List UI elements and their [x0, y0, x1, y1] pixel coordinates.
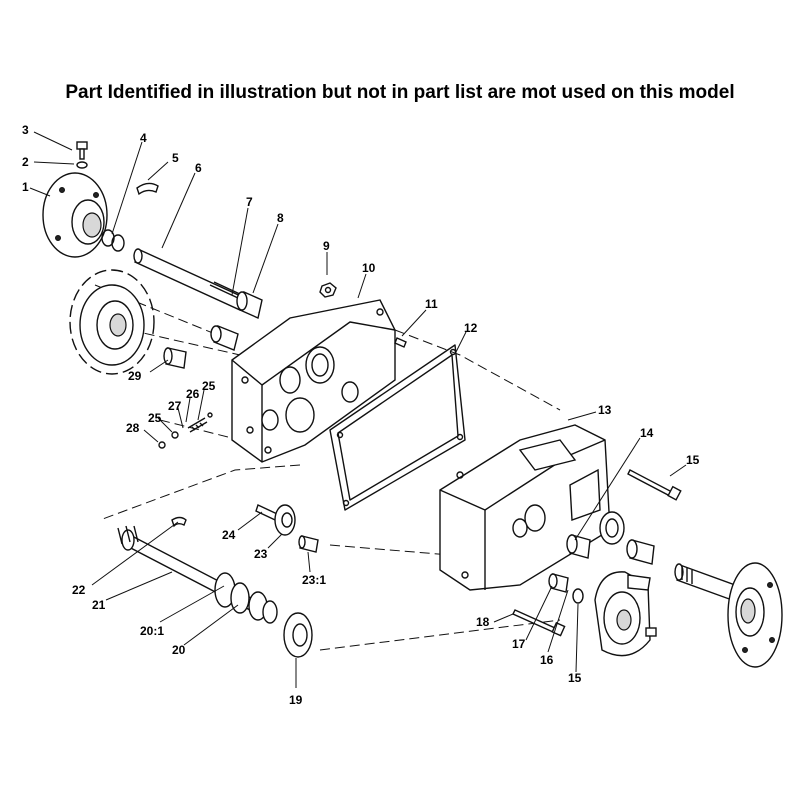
callout-15-upper: 15: [686, 453, 700, 467]
callout-10: 10: [362, 261, 376, 275]
callout-numbers: 3 2 1 4 5 6 7 8 9 10 11 12 13 14 15 29 2…: [22, 123, 700, 707]
bolt-and-washer: [76, 141, 88, 169]
callout-25-lower: 25: [148, 411, 162, 425]
callout-9: 9: [323, 239, 330, 253]
gasket: [329, 344, 466, 511]
callout-8: 8: [277, 211, 284, 225]
bolt-long-lower: [512, 609, 566, 637]
callout-1: 1: [22, 180, 29, 194]
detent-assembly: [158, 412, 213, 449]
callout-11: 11: [425, 297, 438, 311]
callout-16: 16: [540, 653, 554, 667]
callout-3: 3: [22, 123, 29, 137]
callout-27: 27: [168, 399, 182, 413]
callout-2: 2: [22, 155, 29, 169]
bearing-middle: [210, 325, 239, 351]
gear-cluster: [214, 572, 278, 624]
bushing: [548, 573, 569, 593]
callout-26: 26: [186, 387, 200, 401]
pulley: [69, 269, 155, 375]
bearing-upper: [236, 291, 263, 319]
gear-large: [283, 612, 313, 658]
callout-22: 22: [72, 583, 86, 597]
callout-15-lower: 15: [568, 671, 582, 685]
callout-20-1: 20:1: [140, 624, 164, 638]
snap-rings: [101, 229, 125, 252]
callout-23-1: 23:1: [302, 573, 326, 587]
shaft-upper: [133, 248, 246, 311]
callout-19: 19: [289, 693, 303, 707]
bearing-right: [566, 534, 655, 565]
gear-housing-right: [439, 424, 625, 591]
end-cover: [594, 571, 657, 657]
nut: [319, 282, 337, 298]
callout-20: 20: [172, 643, 186, 657]
output-shaft-right: [674, 563, 736, 601]
callout-14: 14: [640, 426, 654, 440]
callout-24: 24: [222, 528, 236, 542]
bolt-long-upper: [627, 469, 682, 501]
seal-ring: [572, 588, 584, 604]
key: [136, 182, 159, 196]
callout-21: 21: [92, 598, 106, 612]
flange-front: [42, 172, 108, 258]
callout-29: 29: [128, 369, 142, 383]
flange-right: [727, 562, 783, 668]
callout-4: 4: [140, 131, 147, 145]
callout-17: 17: [512, 637, 526, 651]
idler-bushing: [298, 535, 319, 553]
callout-7: 7: [246, 195, 253, 209]
alignment-lines: [94, 284, 561, 651]
diagram-note: Part Identified in illustration but not …: [65, 82, 735, 103]
gear-housing-left: [231, 299, 396, 463]
callout-23: 23: [254, 547, 268, 561]
callout-13: 13: [598, 403, 612, 417]
callout-6: 6: [195, 161, 202, 175]
dowel-pin: [394, 337, 407, 348]
idler-gear: [274, 504, 296, 536]
callout-25-upper: 25: [202, 379, 216, 393]
leader-lines: [29, 131, 687, 688]
callout-28: 28: [126, 421, 140, 435]
callout-18: 18: [476, 615, 490, 629]
sleeve: [163, 347, 187, 369]
callout-5: 5: [172, 151, 179, 165]
callout-12: 12: [464, 321, 478, 335]
